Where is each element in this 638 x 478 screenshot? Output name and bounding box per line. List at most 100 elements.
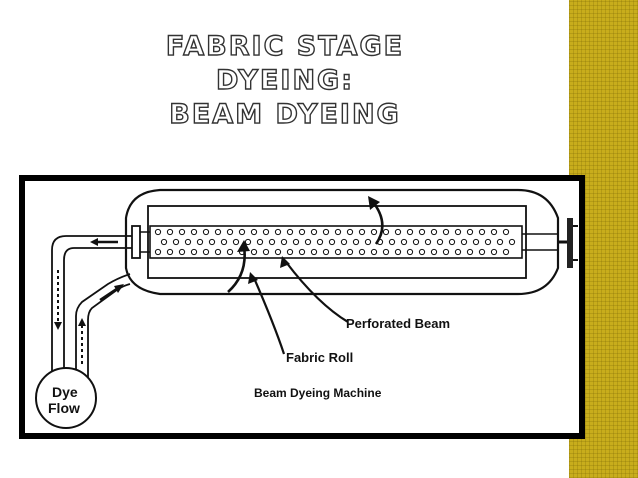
perforation-hole: [262, 228, 270, 236]
perforation-hole: [154, 228, 162, 236]
perforation-hole: [226, 228, 234, 236]
perforation-hole: [310, 228, 318, 236]
perforation-hole: [292, 238, 300, 246]
perforation-hole: [406, 228, 414, 236]
diagram-svg: [19, 175, 585, 439]
perforation-hole: [364, 238, 372, 246]
perforation-hole: [268, 238, 276, 246]
perforation-hole: [502, 248, 510, 256]
perforation-hole: [466, 228, 474, 236]
perforation-hole: [460, 238, 468, 246]
perforation-hole: [232, 238, 240, 246]
perforation-hole: [400, 238, 408, 246]
perforation-hole: [466, 248, 474, 256]
perforation-hole: [490, 228, 498, 236]
beam-dyeing-diagram: Perforated Beam Fabric Roll Dye Flow Bea…: [18, 174, 594, 442]
perforation-hole: [448, 238, 456, 246]
perforation-hole: [370, 228, 378, 236]
outlet-pipe: [51, 235, 132, 382]
perforation-hole: [382, 228, 390, 236]
perforated-beam-leader: [285, 261, 349, 323]
dye-flow-arrow-top: [371, 201, 384, 245]
perforation-hole: [394, 228, 402, 236]
perforation-hole: [430, 228, 438, 236]
title-line-2: BEAM DYEING: [169, 98, 401, 130]
perforation-hole: [172, 238, 180, 246]
perforation-hole: [322, 248, 330, 256]
perforation-hole: [418, 248, 426, 256]
perforation-hole: [352, 238, 360, 246]
perforation-hole: [310, 248, 318, 256]
perforation-hole: [502, 228, 510, 236]
perforation-hole: [346, 228, 354, 236]
perforation-hole: [358, 228, 366, 236]
perforation-hole: [262, 248, 270, 256]
perforation-hole: [190, 248, 198, 256]
perforation-hole: [178, 228, 186, 236]
left-flange: [131, 225, 141, 259]
fabric-roll-leader: [252, 277, 286, 355]
perforation-hole: [178, 248, 186, 256]
perforation-hole: [196, 238, 204, 246]
perforation-hole: [214, 228, 222, 236]
perforation-hole: [442, 228, 450, 236]
perforation-hole: [280, 238, 288, 246]
perforation-hole: [184, 238, 192, 246]
perforation-hole: [250, 248, 258, 256]
perforation-hole: [508, 238, 516, 246]
perforation-hole: [160, 238, 168, 246]
perforation-hole: [166, 228, 174, 236]
perforation-holes: [154, 228, 516, 256]
perforation-hole: [418, 228, 426, 236]
perforation-hole: [250, 228, 258, 236]
perforation-hole: [424, 238, 432, 246]
perforation-hole: [454, 248, 462, 256]
perforation-hole: [286, 228, 294, 236]
perforation-hole: [490, 248, 498, 256]
beam-chamber: [147, 205, 527, 279]
perforation-hole: [430, 248, 438, 256]
perforation-hole: [388, 238, 396, 246]
diagram-border: [19, 175, 585, 439]
perforation-hole: [370, 248, 378, 256]
perforation-hole: [154, 248, 162, 256]
diagram-caption: Beam Dyeing Machine: [254, 386, 382, 400]
vessel-body: [124, 188, 560, 296]
outlet-flow-arrow: [90, 238, 98, 246]
perforation-hole: [340, 238, 348, 246]
dye-flow-tank: [35, 367, 97, 429]
perforation-hole: [244, 238, 252, 246]
perforation-hole: [286, 248, 294, 256]
perforation-hole: [274, 248, 282, 256]
perforation-hole: [202, 248, 210, 256]
perforation-hole: [334, 248, 342, 256]
perforation-hole: [478, 228, 486, 236]
title-line-1: FABRIC STAGE DYEING:: [165, 30, 405, 96]
perforation-hole: [328, 238, 336, 246]
dye-flow-label-line-2: Flow: [48, 400, 80, 416]
perforated-beam: [149, 225, 523, 259]
perforation-hole: [298, 248, 306, 256]
page-title: FABRIC STAGE DYEING: BEAM DYEING: [100, 30, 470, 132]
perforation-hole: [304, 238, 312, 246]
perforation-hole: [166, 248, 174, 256]
fabric-roll-label: Fabric Roll: [286, 350, 354, 365]
perforation-hole: [478, 248, 486, 256]
hand-wheel: [567, 218, 573, 268]
dye-flow-label-line-1: Dye: [52, 384, 78, 400]
perforation-hole: [484, 238, 492, 246]
perforation-hole: [322, 228, 330, 236]
perforation-hole: [346, 248, 354, 256]
perforation-hole: [454, 228, 462, 236]
inlet-flow-arrow: [114, 284, 124, 293]
perforation-hole: [472, 238, 480, 246]
perforated-beam-label: Perforated Beam: [346, 316, 451, 331]
perforation-hole: [214, 248, 222, 256]
perforation-hole: [190, 228, 198, 236]
perforation-hole: [334, 228, 342, 236]
perforation-hole: [220, 238, 228, 246]
perforation-hole: [412, 238, 420, 246]
perforation-hole: [274, 228, 282, 236]
perforation-hole: [382, 248, 390, 256]
perforation-hole: [406, 248, 414, 256]
